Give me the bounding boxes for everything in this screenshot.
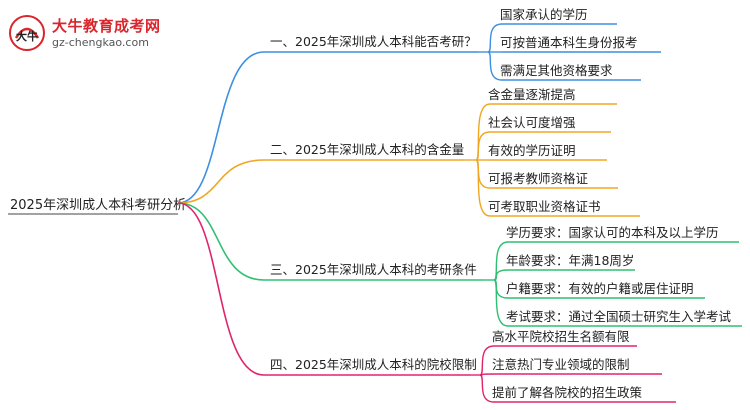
logo-site-name: 大牛教育成考网	[52, 17, 161, 35]
branch-4-child-3-label: 提前了解各院校的招生政策	[492, 385, 643, 400]
branch-4-child-2-connector	[479, 373, 495, 376]
branch-4-child-1-label: 高水平院校招生名额有限	[492, 329, 630, 344]
branch-1-child-3-label: 需满足其他资格要求	[500, 63, 613, 78]
branch-3-label: 三、2025年深圳成人本科的考研条件	[270, 262, 477, 277]
branch-4-child-3-connector	[479, 374, 495, 403]
branch-1-child-2-label: 可按普通本科生身份报考	[500, 35, 638, 50]
niu-logo-icon: 大牛	[9, 15, 45, 51]
branch-1-label: 一、2025年深圳成人本科能否考研？	[270, 34, 477, 49]
logo-site-url: gz-chengkao.com	[52, 36, 149, 49]
branch-4-child-1-connector	[479, 345, 495, 376]
branch-3-child-2-label: 年龄要求：年满18周岁	[506, 253, 634, 268]
svg-text:大牛: 大牛	[16, 29, 38, 43]
branch-2-child-5-connector	[475, 159, 491, 217]
branch-2-connector	[177, 159, 265, 204]
branch-2-child-2-label: 社会认可度增强	[488, 115, 576, 130]
branch-3-connector	[177, 202, 265, 281]
branch-2-child-4-label: 可报考教师资格证	[488, 171, 589, 186]
root-node-label: 2025年深圳成人本科考研分析	[10, 198, 186, 213]
branch-3-child-3-label: 户籍要求：有效的户籍或居住证明	[506, 281, 694, 296]
branch-1-child-1-label: 国家承认的学历	[500, 7, 588, 22]
branch-1-connector	[177, 51, 265, 204]
branch-3-child-4-label: 考试要求：通过全国硕士研究生入学考试	[506, 309, 732, 324]
branch-2-label: 二、2025年深圳成人本科的含金量	[270, 142, 464, 157]
branch-2-child-1-label: 含金量逐渐提高	[488, 87, 576, 102]
site-logo[interactable]: 大牛 大牛教育成考网 gz-chengkao.com	[8, 12, 178, 52]
branch-2-child-3-label: 有效的学历证明	[488, 143, 576, 158]
branch-4-label: 四、2025年深圳成人本科的院校限制	[270, 357, 477, 372]
branch-3-child-4-connector	[493, 279, 509, 327]
branch-4-connector	[177, 202, 265, 376]
branch-4-child-2-label: 注意热门专业领域的限制	[492, 357, 630, 372]
branch-3-child-1-label: 学历要求：国家认可的本科及以上学历	[506, 225, 719, 240]
branch-2-child-5-label: 可考取职业资格证书	[488, 199, 601, 214]
branch-1-child-3-connector	[487, 51, 503, 81]
branch-1-child-1-connector	[487, 23, 503, 53]
branch-2-child-2-connector	[475, 131, 491, 161]
